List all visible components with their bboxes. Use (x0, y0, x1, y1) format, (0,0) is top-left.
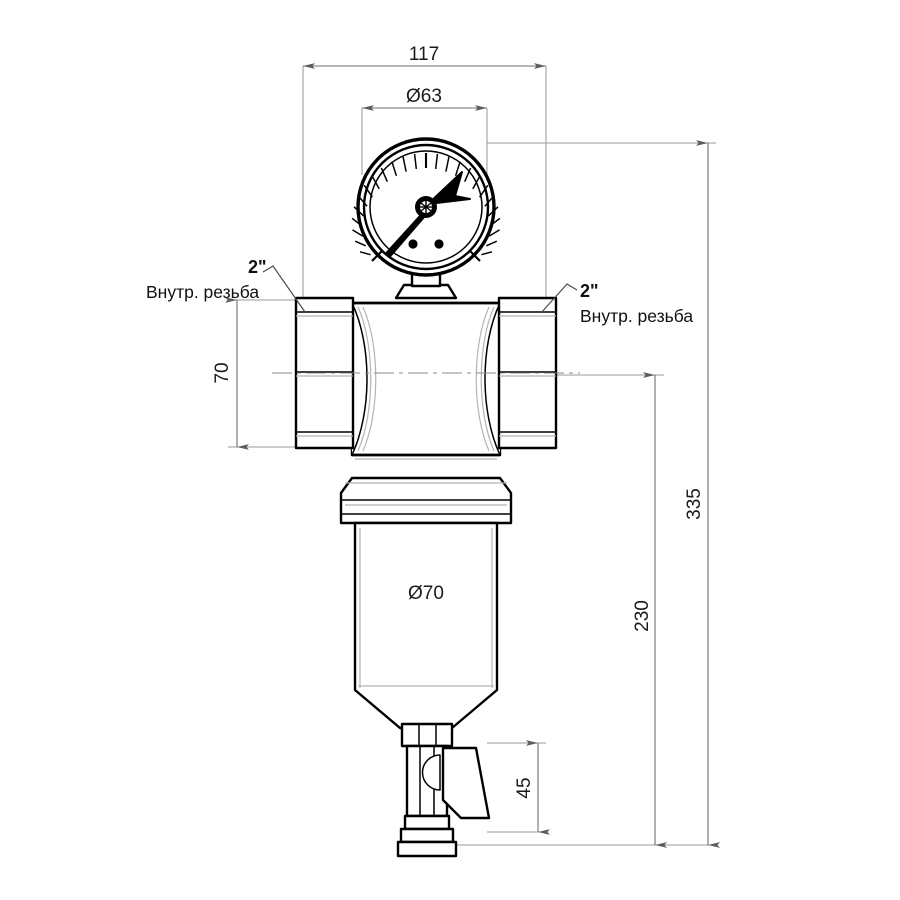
pressure-gauge (351, 137, 501, 277)
dim-label-body-height: 70 (212, 362, 233, 383)
dimension-lines (225, 63, 720, 848)
gauge-hub (415, 196, 437, 218)
left-thread-note-label: Внутр. резьба (146, 282, 259, 302)
leader-lines (262, 265, 578, 314)
left-thread-size-label: 2" (248, 257, 267, 277)
gauge-major-ticks (371, 153, 481, 262)
dim-label-drain-height: 45 (514, 777, 535, 798)
dim-label-overall-height: 335 (684, 488, 705, 520)
dim-label-body-to-bottom: 230 (632, 600, 653, 632)
bowl-collar-flange (339, 476, 513, 525)
gauge-dial-dot-right (434, 239, 444, 249)
right-thread-size-label: 2" (580, 281, 599, 301)
dim-label-gauge-diameter: Ø63 (406, 86, 442, 107)
filter-body-tee (350, 301, 502, 460)
dim-label-overall-width: 117 (409, 44, 439, 65)
gauge-dial-dot-left (408, 239, 418, 249)
dim-label-bowl-diameter: Ø70 (408, 583, 444, 604)
gauge-needle (385, 171, 471, 258)
right-thread-note-label: Внутр. резьба (580, 306, 693, 326)
gauge-minor-ticks (351, 153, 501, 256)
filter-bowl-sump (353, 521, 499, 730)
drain-valve-lever (441, 746, 491, 820)
